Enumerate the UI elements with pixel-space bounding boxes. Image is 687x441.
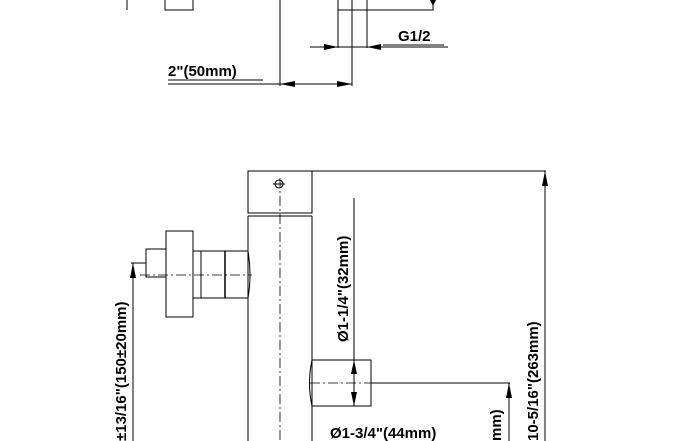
front-view: Ø1-1/4"(32mm) 10-5/16"(263mm) ±13/16"(15… (113, 170, 548, 441)
tube-diameter-label: Ø1-1/4"(32mm) (335, 236, 352, 342)
inlet-height-label: ±13/16"(150±20mm) (113, 302, 130, 441)
upper-view: G1/2 2"(50mm) (126, 0, 448, 87)
thread-label: G1/2 (398, 28, 431, 45)
outlet-diameter-label: Ø1-3/4"(44mm) (330, 425, 436, 441)
outlet-height-label: mm) (488, 409, 505, 441)
total-height-label: 10-5/16"(263mm) (525, 321, 542, 441)
offset-label: 2"(50mm) (168, 63, 237, 80)
